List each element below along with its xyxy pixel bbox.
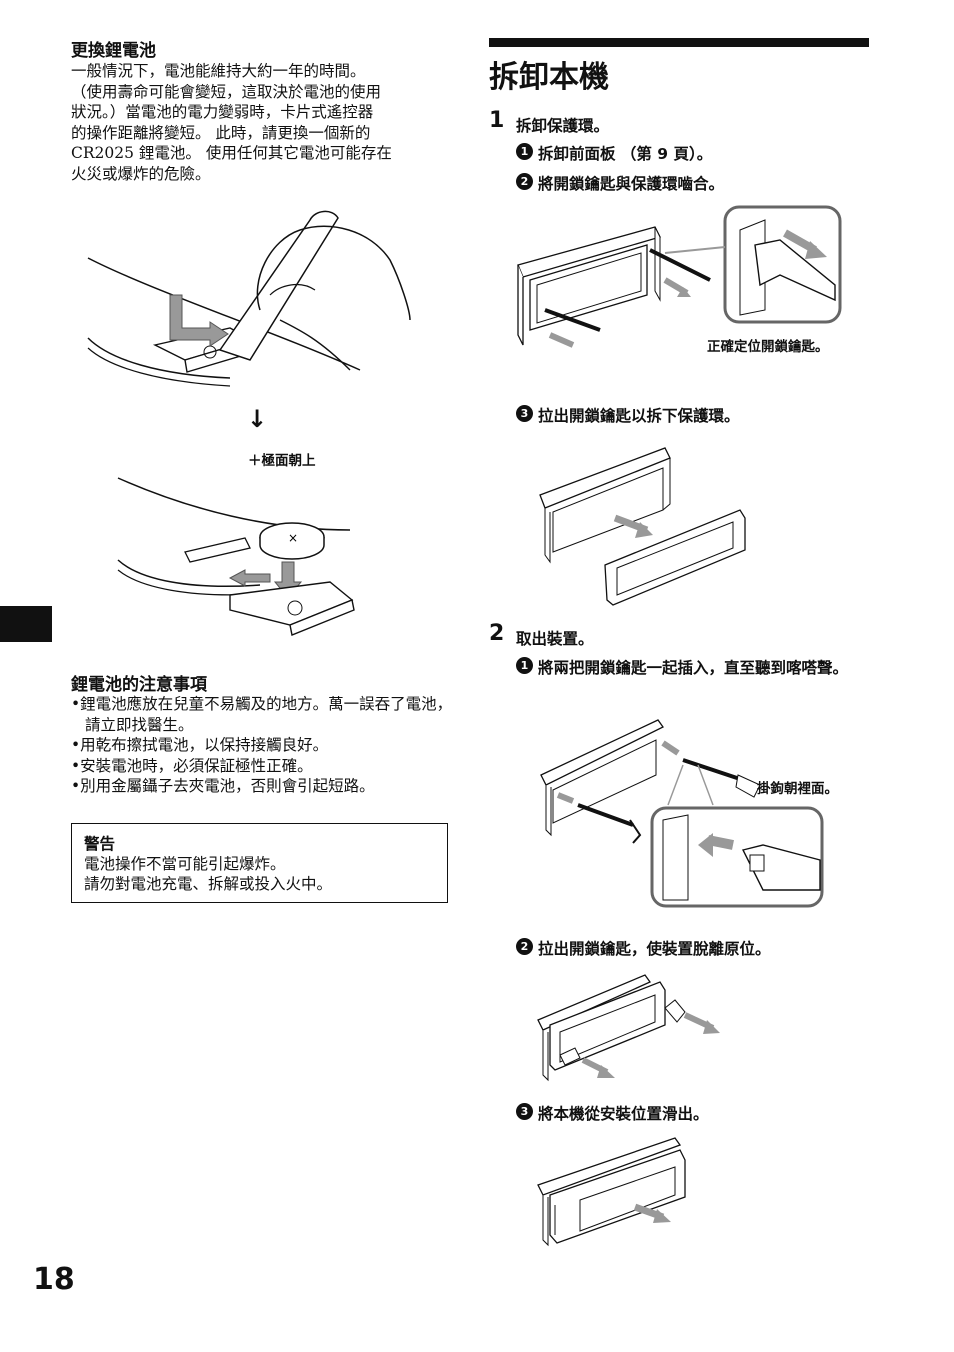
section-title: 拆卸本機 [489, 60, 609, 95]
battery-notes-title: 鋰電池的注意事項 [71, 675, 207, 695]
battery-note-item: •別用金屬鑷子去夾電池，否則會引起短路。 [71, 777, 375, 795]
circled-number-icon: 2 [516, 173, 533, 190]
insert-keys-illustration [540, 719, 824, 908]
arrow-down-icon: ↓ [247, 405, 268, 433]
circled-number-icon: 1 [516, 143, 533, 160]
battery-body-line: 一般情況下，電池能維持大約一年的時間。 [71, 62, 366, 80]
pull-keys-illustration [537, 974, 720, 1082]
step-1-sub-3: 3 拉出開鎖鑰匙以拆下保護環。 [516, 404, 740, 426]
step-1-title: 拆卸保護環。 [516, 117, 610, 135]
step-2-sub-3: 3 將本機從安裝位置滑出。 [516, 1102, 709, 1124]
battery-tray-release-illustration [87, 210, 411, 387]
step-2-sub-2-text: 拉出開鎖鑰匙，使裝置脫離原位。 [538, 940, 771, 958]
warning-line: 請勿對電池充電、拆解或投入火中。 [84, 875, 333, 893]
hook-inward-caption: 掛鉤朝裡面。 [757, 781, 838, 797]
battery-insert-illustration: × [117, 477, 355, 636]
battery-body-line: CR2025 鋰電池。 使用任何其它電池可能存在 [71, 144, 392, 162]
warning-line: 電池操作不當可能引起爆炸。 [84, 855, 286, 873]
chapter-tab-marker [0, 606, 52, 642]
battery-body-line: 火災或爆炸的危險。 [71, 164, 211, 183]
battery-note-item: •用乾布擦拭電池，以保持接觸良好。 [71, 736, 329, 754]
battery-body-line: 狀況。）當電池的電力變弱時，卡片式遙控器 [71, 103, 374, 121]
section-rule [489, 38, 869, 47]
circled-number-icon: 1 [516, 657, 533, 674]
battery-body: 一般情況下，電池能維持大約一年的時間。 （使用壽命可能會變短，這取決於電池的使用… [71, 61, 461, 184]
page-number: 18 [33, 1262, 75, 1297]
warning-box: 警告 電池操作不當可能引起爆炸。 請勿對電池充電、拆解或投入火中。 [71, 823, 448, 903]
step-1-sub-2: 2 將開鎖鑰匙與保護環嚙合。 [516, 172, 724, 194]
step-2-sub-3-text: 將本機從安裝位置滑出。 [538, 1105, 709, 1123]
circled-number-icon: 3 [516, 1103, 533, 1120]
battery-body-line: （使用壽命可能會變短，這取決於電池的使用 [71, 82, 382, 101]
battery-note-item: •鋰電池應放在兒童不易觸及的地方。萬一誤吞了電池，請立即找醫生。 [71, 695, 453, 734]
slide-unit-out-illustration [537, 1137, 686, 1247]
release-key-engage-illustration [517, 205, 842, 348]
step-2-number: 2 [489, 621, 505, 646]
coin-cell-mark: × [288, 531, 298, 545]
protection-collar-removed-illustration [539, 447, 746, 606]
battery-note-item: •安裝電池時，必須保証極性正確。 [71, 756, 313, 775]
step-2-title: 取出裝置。 [516, 630, 594, 648]
circled-number-icon: 3 [516, 405, 533, 422]
step-1-sub-3-text: 拉出開鎖鑰匙以拆下保護環。 [538, 407, 740, 425]
step-2-sub-1: 1 將兩把開鎖鑰匙一起插入，直至聽到喀嗒聲。 [516, 656, 876, 678]
battery-body-line: 的操作距離將變短。 此時，請更換一個新的 [71, 123, 371, 142]
step-1-sub-1-text: 拆卸前面板 （第 9 頁）。 [538, 145, 713, 163]
battery-notes-list: •鋰電池應放在兒童不易觸及的地方。萬一誤吞了電池，請立即找醫生。 •用乾布擦拭電… [71, 694, 456, 797]
step-2-sub-2: 2 拉出開鎖鑰匙，使裝置脫離原位。 [516, 937, 771, 959]
warning-title: 警告 [84, 835, 116, 853]
circled-number-icon: 2 [516, 938, 533, 955]
step-1-sub-2-text: 將開鎖鑰匙與保護環嚙合。 [538, 175, 725, 193]
step-1-sub-1: 1 拆卸前面板 （第 9 頁）。 [516, 142, 712, 164]
step-2-sub-1-text: 將兩把開鎖鑰匙一起插入，直至聽到喀嗒聲。 [538, 659, 849, 677]
key-position-caption: 正確定位開鎖鑰匙。 [707, 339, 829, 355]
battery-section-title: 更換鋰電池 [71, 41, 156, 61]
step-1-number: 1 [489, 108, 505, 133]
plus-side-up-label: ＋極面朝上 [248, 453, 316, 469]
